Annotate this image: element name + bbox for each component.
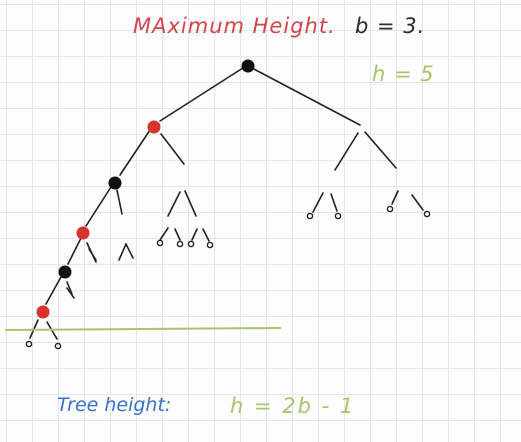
b-value-note: b = 3.	[355, 14, 426, 38]
leaf-node	[54, 342, 62, 350]
leaf-node	[334, 212, 342, 220]
tree-edge	[88, 248, 97, 261]
h-value-note: h = 5	[372, 62, 435, 86]
leaf-node	[187, 240, 195, 248]
tree-edge	[312, 192, 324, 213]
tree-edge	[118, 243, 127, 261]
tree-edge	[251, 67, 361, 126]
leaf-node	[156, 239, 164, 247]
red-node	[76, 226, 90, 240]
leaf-node	[206, 241, 214, 249]
leaf-node	[25, 340, 33, 348]
leaf-node	[176, 240, 184, 248]
tree-height-label: Tree height:	[57, 394, 172, 416]
tree-edge	[184, 190, 197, 217]
tree-edge	[167, 191, 181, 217]
leaf-node	[306, 212, 314, 220]
tree-edge	[159, 227, 169, 241]
black-node	[58, 265, 72, 279]
tree-edge	[125, 243, 134, 259]
tree-edge	[364, 131, 397, 169]
diagram-title: MAximum Height.	[133, 14, 336, 38]
leaf-node	[423, 210, 431, 218]
tree-edge	[66, 287, 75, 299]
leaf-node	[386, 205, 394, 213]
green-baseline	[5, 327, 281, 331]
tree-edge	[45, 276, 62, 305]
tree-height-formula: h = 2b - 1	[230, 394, 356, 418]
tree-edge	[330, 193, 338, 212]
red-node	[36, 305, 50, 319]
tree-edge	[202, 228, 210, 242]
tree-edge	[66, 281, 73, 295]
tree-edge	[411, 194, 424, 211]
tree-edge	[67, 237, 82, 265]
tree-edge	[174, 228, 181, 241]
tree-edge	[159, 65, 247, 122]
black-node	[108, 176, 122, 190]
tree-edge	[160, 133, 185, 165]
tree-edge	[85, 186, 112, 227]
tree-edge	[334, 132, 359, 171]
root-node	[241, 59, 255, 73]
tree-edge	[116, 189, 123, 215]
tree-edge	[191, 228, 198, 241]
tree-edge	[391, 190, 399, 205]
tree-edge	[119, 129, 151, 176]
red-node	[147, 120, 161, 134]
